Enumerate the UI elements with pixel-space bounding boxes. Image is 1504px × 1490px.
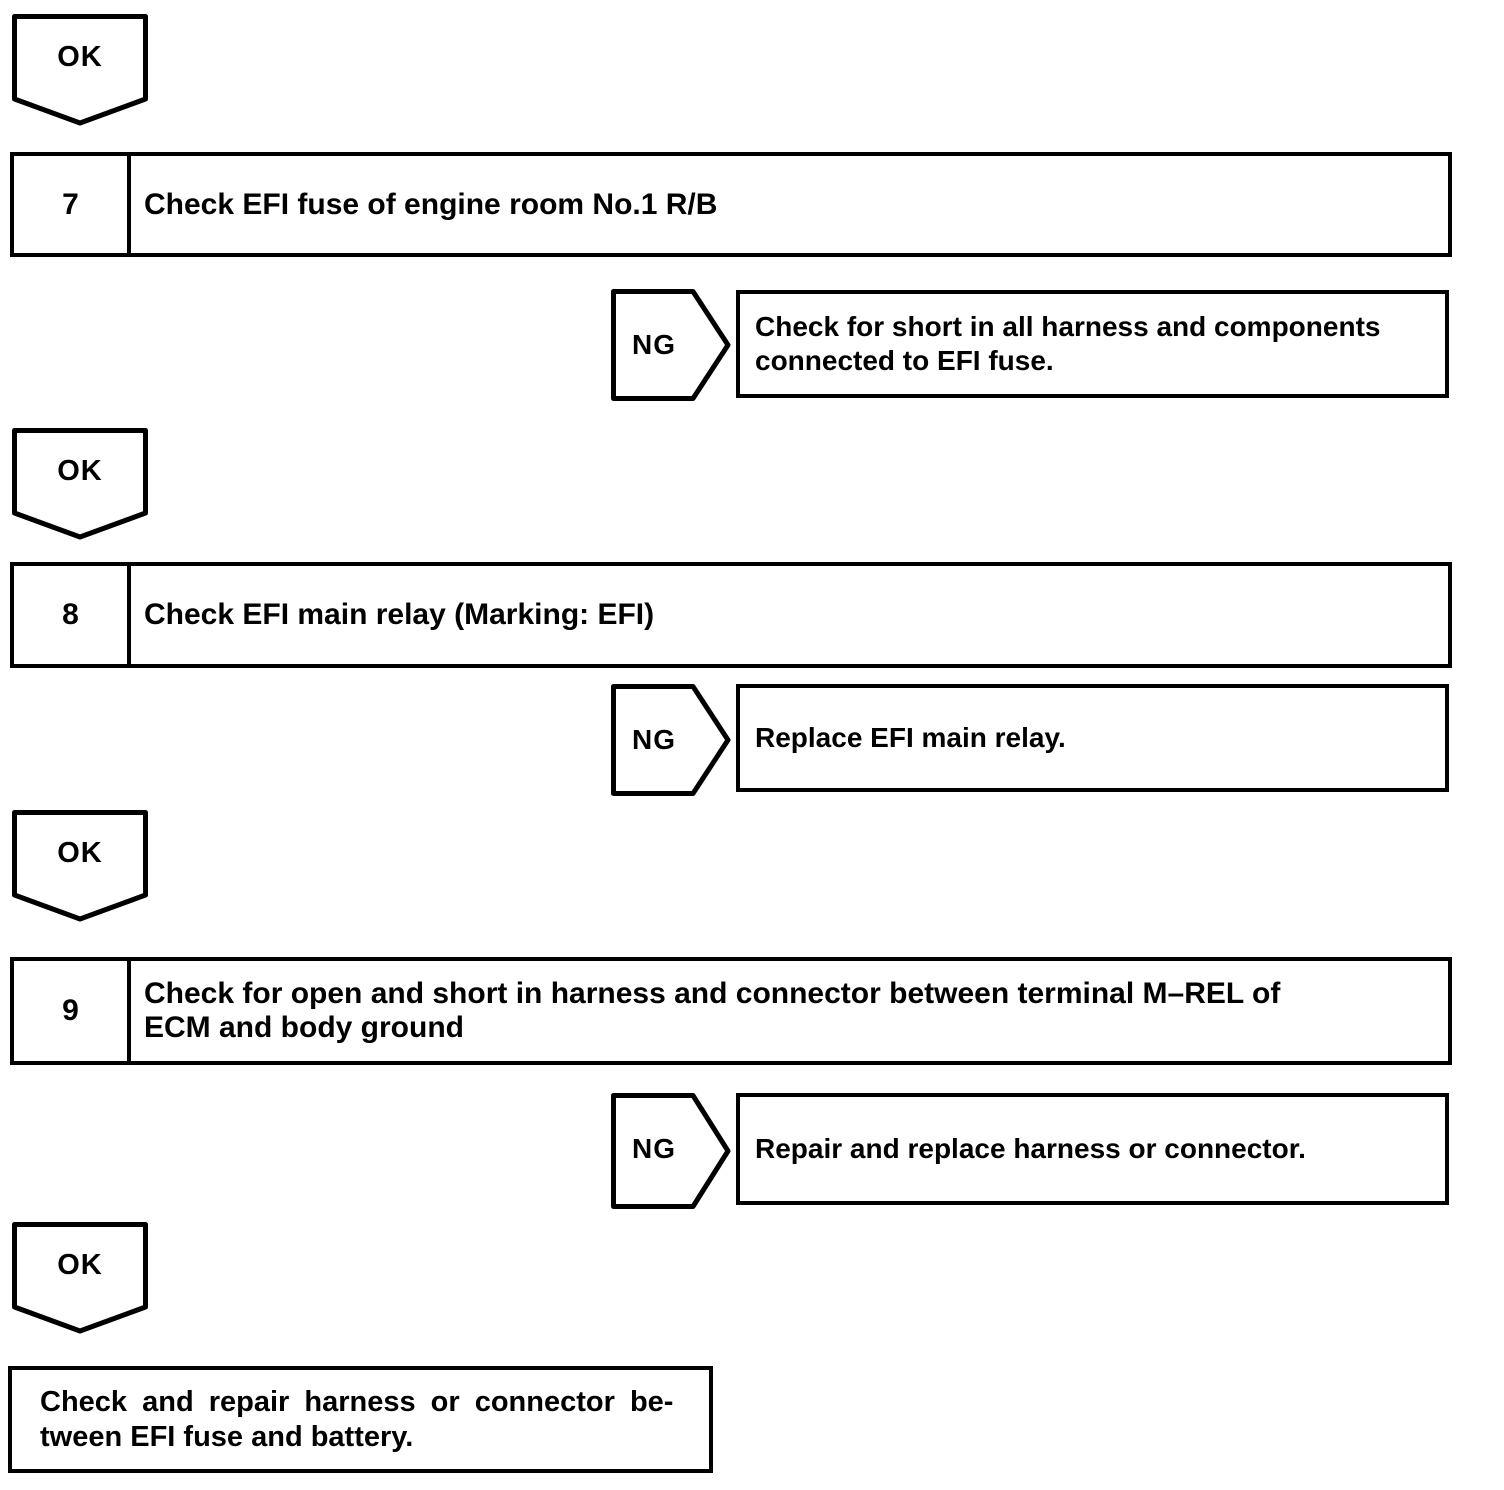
ok-label: OK [57, 1248, 103, 1281]
ng-connector: NG [611, 1093, 731, 1209]
ok-pentagon-icon [12, 14, 148, 126]
ok-pentagon-icon [12, 810, 148, 922]
ok-pentagon-icon [12, 428, 148, 540]
ng-action-box: Check for short in all harness and compo… [736, 290, 1449, 398]
step-title: Check EFI main relay (Marking: EFI) [131, 566, 1448, 664]
final-action-line: tween EFI fuse and battery. [40, 1420, 414, 1453]
step-title-line: ECM and body ground [144, 1011, 464, 1044]
step-title: Check for open and short in harness and … [131, 961, 1448, 1061]
ng-label: NG [632, 329, 676, 360]
step-title: Check EFI fuse of engine room No.1 R/B [131, 156, 1448, 253]
step-box: 9 Check for open and short in harness an… [10, 957, 1452, 1065]
ng-action-box: Repair and replace harness or connector. [736, 1093, 1449, 1205]
ng-pentagon-icon [611, 684, 731, 796]
ng-action-line: Check for short in all harness and compo… [755, 311, 1381, 342]
ng-action-text: Replace EFI main relay. [755, 721, 1437, 755]
ng-action-line: Replace EFI main relay. [755, 722, 1066, 753]
ok-pentagon-icon [12, 1222, 148, 1334]
ng-pentagon-icon [611, 1093, 731, 1209]
ng-pentagon-icon [611, 289, 731, 401]
step-number: 9 [14, 961, 131, 1061]
step-box: 8 Check EFI main relay (Marking: EFI) [10, 562, 1452, 668]
step-number: 8 [14, 566, 131, 664]
ng-action-text: Check for short in all harness and compo… [755, 310, 1437, 378]
ng-label: NG [632, 1133, 676, 1164]
step-title-line: Check EFI fuse of engine room No.1 R/B [144, 187, 718, 221]
ng-connector: NG [611, 289, 731, 401]
ok-label: OK [57, 454, 103, 487]
ng-action-text: Repair and replace harness or connector. [755, 1132, 1437, 1166]
final-action-line: Check and repair harness or connector be… [40, 1385, 674, 1418]
ng-action-box: Replace EFI main relay. [736, 684, 1449, 792]
ng-label: NG [632, 724, 676, 755]
ok-label: OK [57, 836, 103, 869]
ok-connector: OK [12, 810, 148, 922]
final-action-text: Check and repair harness or connector be… [40, 1385, 701, 1455]
final-action-box: Check and repair harness or connector be… [8, 1366, 713, 1473]
step-number: 7 [14, 156, 131, 253]
step-title-line: Check EFI main relay (Marking: EFI) [144, 598, 655, 631]
ng-action-line: Repair and replace harness or connector. [755, 1133, 1306, 1164]
ok-connector: OK [12, 14, 148, 126]
ok-connector: OK [12, 1222, 148, 1334]
ng-action-line: connected to EFI fuse. [755, 345, 1054, 376]
step-title-line: Check for open and short in harness and … [144, 977, 1281, 1010]
ok-label: OK [57, 40, 103, 73]
ng-connector: NG [611, 684, 731, 796]
ok-connector: OK [12, 428, 148, 540]
step-box: 7 Check EFI fuse of engine room No.1 R/B [10, 152, 1452, 257]
